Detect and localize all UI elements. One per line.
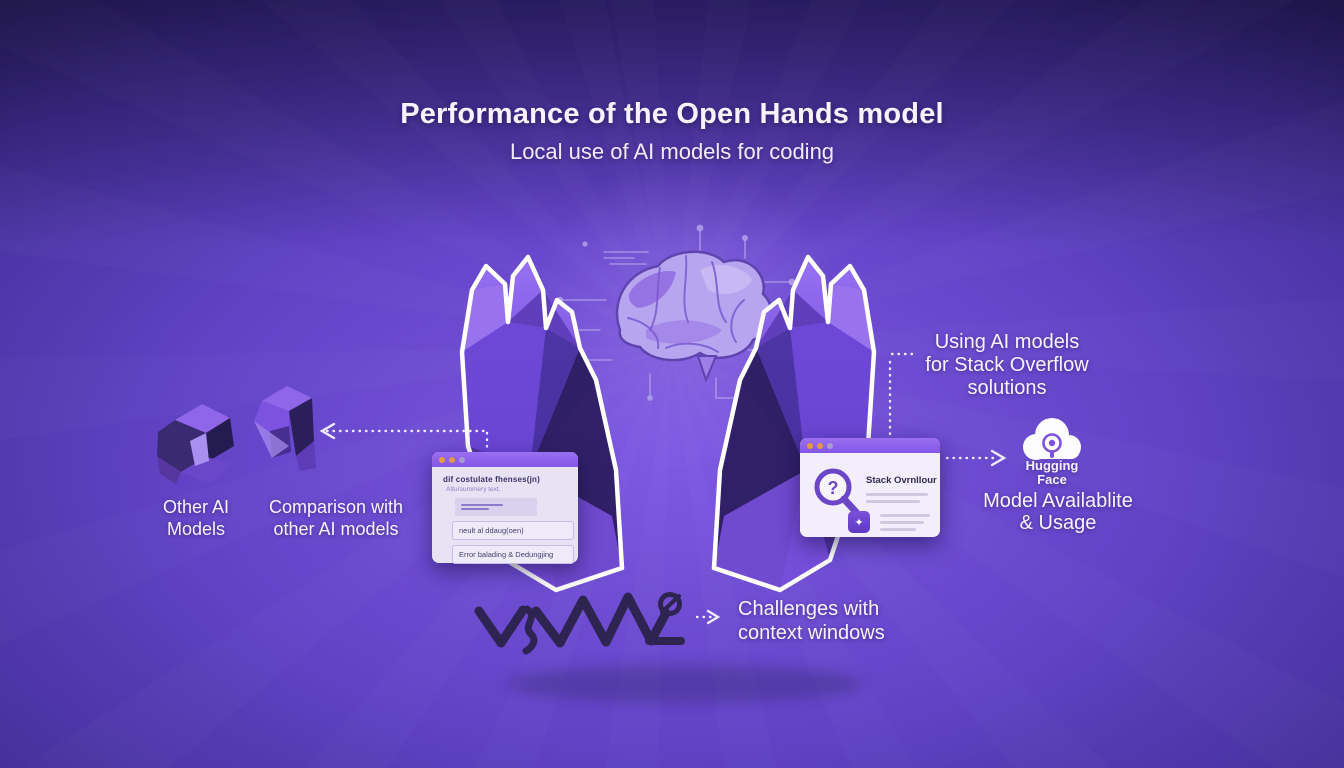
placeholder-line (866, 500, 920, 503)
ground-shadow (507, 665, 863, 703)
comparison-line1: Comparison with (268, 497, 404, 517)
code-line (461, 504, 503, 506)
window-dot-icon (439, 456, 445, 463)
window-dot-icon (449, 456, 455, 463)
dotted-connectors (319, 352, 1007, 625)
challenges-label: Challenges with context windows (738, 598, 885, 645)
placeholder-line (880, 521, 924, 524)
window-titlebar (800, 438, 940, 453)
stack-overflow-window: ? Stack Ovrnllour ✦ (800, 438, 940, 537)
challenges-line1: Challenges with (738, 598, 880, 620)
using-line3: solutions (967, 377, 1047, 400)
using-line1: Using AI models (934, 331, 1080, 353)
other-ai-models-label: Other AI Models (163, 496, 229, 541)
svg-text:?: ? (828, 478, 839, 498)
hf-line1: Hugging (1025, 458, 1079, 473)
placeholder-line (880, 514, 930, 517)
window-titlebar (432, 452, 578, 467)
hugging-face-cloud-icon (1023, 418, 1081, 460)
challenges-line2: context windows (738, 621, 885, 644)
code-subheading: Attursummery text. (446, 486, 501, 493)
page-subtitle: Local use of AI models for coding (509, 139, 835, 164)
using-line2: for Stack Overflow (925, 354, 1089, 377)
stack-overflow-title: Stack Ovrnllour (866, 475, 937, 486)
lowpoly-letter-icon-b (254, 386, 316, 471)
hugging-face-label: Hugging Face (1026, 459, 1079, 486)
hf-line2: Face (1037, 471, 1067, 487)
zigzag-graph-icon (474, 592, 685, 655)
window-dot-icon (459, 456, 465, 463)
model-availability-label: Model Availablite & Usage (983, 490, 1133, 535)
availability-line1: Model Availablite (983, 490, 1133, 512)
other-ai-models-line2: Models (166, 519, 226, 540)
header: Performance of the Open Hands model Loca… (0, 98, 1344, 165)
arrowhead-right-hf (990, 449, 1007, 467)
placeholder-line (866, 493, 928, 496)
search-question-icon: ? (814, 468, 860, 516)
arrowhead-right-challenges (706, 609, 721, 625)
other-ai-models-line1: Other AI (162, 497, 230, 517)
availability-line2: & Usage (1019, 512, 1097, 535)
code-error-row: Error balading & Dedungjing (452, 545, 574, 564)
code-result-row: neult al ddaug(oen) (452, 521, 574, 540)
code-heading: dif costulate fhenses(jn) (443, 475, 541, 484)
code-editor-window: dif costulate fhenses(jn) Attursummery t… (432, 452, 578, 564)
page-title: Performance of the Open Hands model (400, 98, 944, 130)
window-dot-icon (807, 442, 813, 449)
code-line (461, 508, 489, 510)
comparison-line2: other AI models (273, 519, 399, 540)
brain-icon (615, 250, 773, 383)
window-dot-icon (817, 442, 823, 449)
lowpoly-letter-icon-a (157, 404, 234, 484)
app-tile-icon: ✦ (848, 511, 870, 533)
arrowhead-left (319, 422, 336, 440)
code-snippet-box (455, 498, 537, 516)
comparison-label: Comparison with other AI models (269, 496, 403, 541)
placeholder-line (880, 528, 916, 531)
using-ai-models-label: Using AI models for Stack Overflow solut… (925, 331, 1088, 401)
window-dot-icon (827, 442, 833, 449)
